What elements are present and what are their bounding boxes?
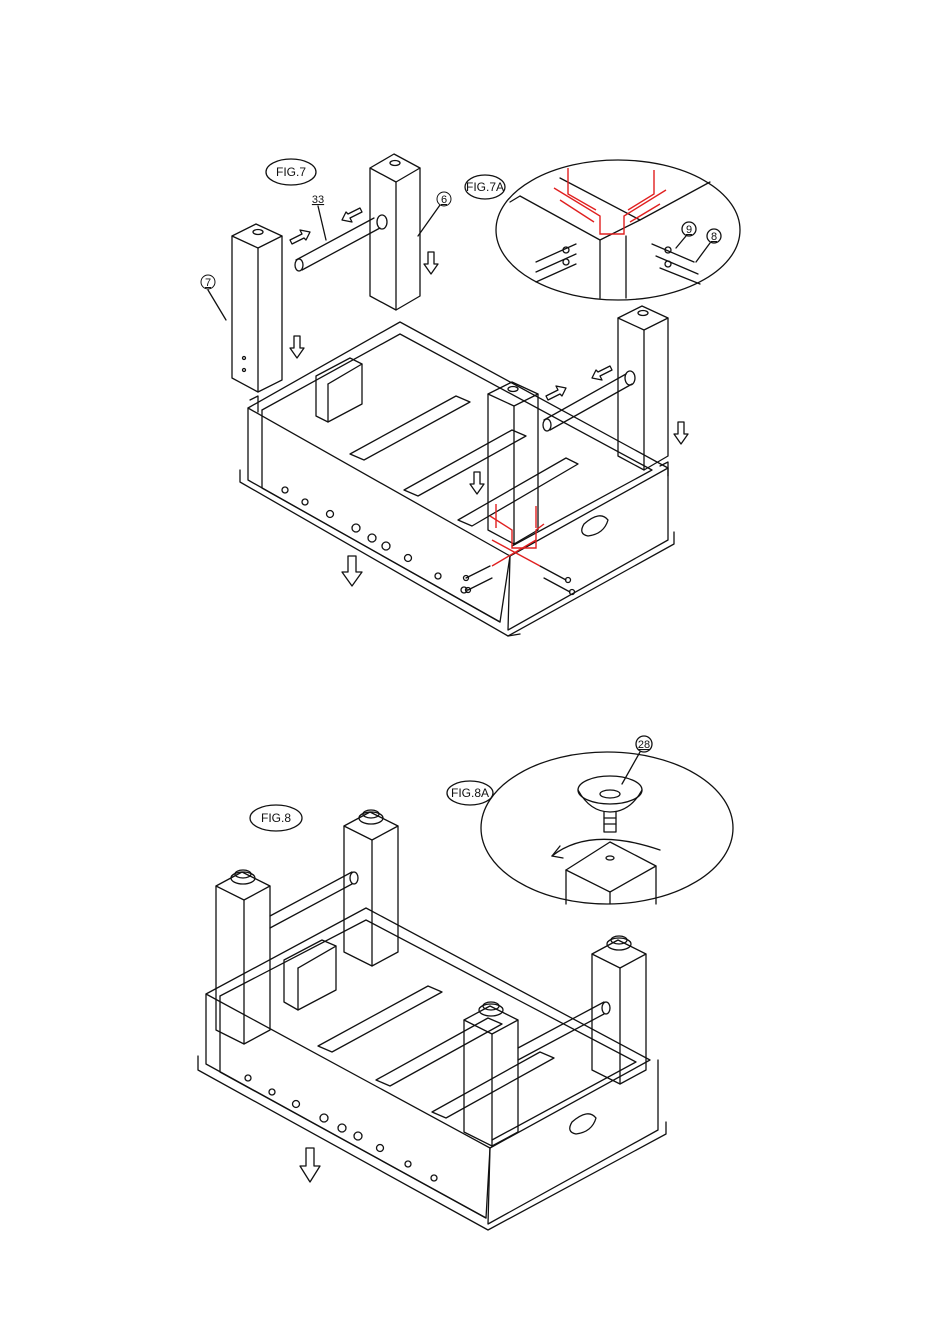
fig7-arrows xyxy=(290,208,688,586)
fig8-leg-front-right xyxy=(592,936,646,1084)
fig8-leg-front xyxy=(464,1002,518,1146)
part-7-label: 7 xyxy=(205,277,211,289)
fig8-leg-back-right xyxy=(344,810,398,966)
figure-8 xyxy=(198,805,666,1230)
fig7-leg-6 xyxy=(370,154,420,310)
part-33-label: 33 xyxy=(312,194,324,206)
fig8a-label-text: FIG.8A xyxy=(451,786,489,800)
figure-7 xyxy=(208,154,688,636)
fig7a-detail xyxy=(465,160,740,300)
part-6-label: 6 xyxy=(441,194,447,206)
fig8-label-text: FIG.8 xyxy=(261,811,291,825)
fig8a-detail xyxy=(447,736,733,904)
part-8-label: 8 xyxy=(711,231,717,243)
labels: FIG.7 FIG.7A 33 6 7 9 8 FIG.8 FIG.8A 28 xyxy=(201,165,717,825)
fig7-label-text: FIG.7 xyxy=(276,165,306,179)
fig7-screws xyxy=(464,566,575,595)
fig7-leg-7 xyxy=(232,224,282,392)
fig7-rod-33 xyxy=(295,218,380,271)
fig8-leg-back-left xyxy=(216,870,270,1044)
part-28-label: 28 xyxy=(638,739,650,751)
fig7a-label-text: FIG.7A xyxy=(466,180,504,194)
fig7-table-frame xyxy=(240,322,674,636)
fig8-arrow xyxy=(300,1148,320,1182)
part-9-label: 9 xyxy=(686,224,692,236)
